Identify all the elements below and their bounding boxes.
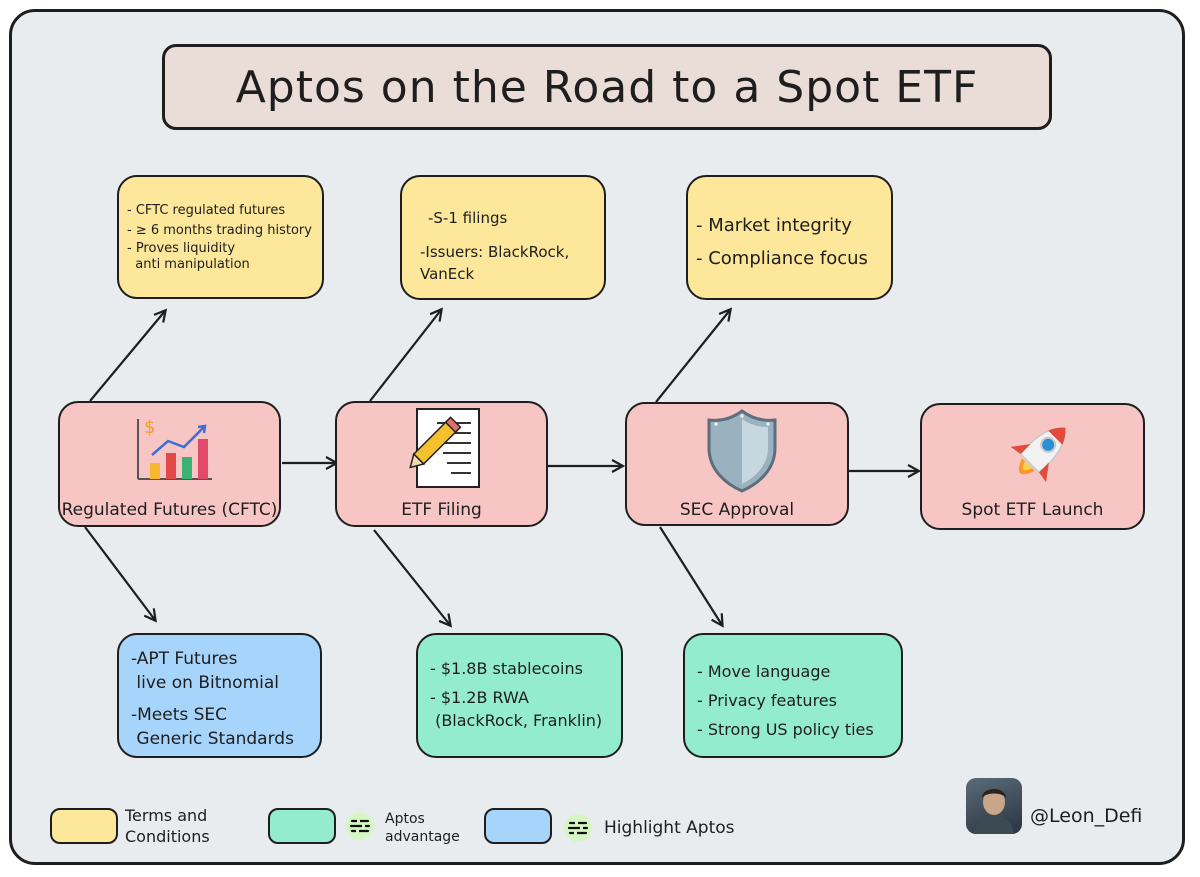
list-item: -Meets SEC <box>131 705 228 725</box>
arrow-futures-to-highlight <box>84 526 155 620</box>
list-item: -S-1 filings <box>428 209 508 227</box>
list-item: -APT Futures <box>131 649 238 669</box>
rocket-icon <box>1010 427 1066 483</box>
legend-highlight-label: Highlight Aptos <box>604 818 735 838</box>
page-title: Aptos on the Road to a Spot ETF <box>235 61 979 113</box>
list-item: - Move language <box>697 662 831 681</box>
list-item: - $1.8B stablecoins <box>430 659 583 678</box>
svg-text:$: $ <box>144 417 155 438</box>
step-label: ETF Filing <box>401 500 482 520</box>
highlight-box-futures: -APT Futures live on Bitnomial -Meets SE… <box>117 633 322 758</box>
aptos-logo-icon <box>346 812 374 840</box>
bar-chart-icon: $ <box>137 417 212 480</box>
list-item: (BlackRock, Franklin) <box>430 711 603 730</box>
list-item: Generic Standards <box>131 729 294 749</box>
list-item: - Strong US policy ties <box>697 720 874 739</box>
list-item: -Issuers: BlackRock, <box>420 243 570 261</box>
step-etf-filing: ETF Filing <box>335 401 548 527</box>
list-item: - Market integrity <box>696 215 852 236</box>
list-item: VanEck <box>420 265 475 283</box>
terms-box-filing: -S-1 filings -Issuers: BlackRock, VanEck <box>400 175 606 300</box>
advantage-box-sec: - Move language - Privacy features - Str… <box>683 633 903 758</box>
terms-box-futures: - CFTC regulated futures - ≥ 6 months tr… <box>117 175 324 299</box>
step-label: Spot ETF Launch <box>961 500 1104 520</box>
legend-advantage-label: Aptos advantage <box>385 810 460 846</box>
terms-box-sec: - Market integrity - Compliance focus <box>686 175 893 300</box>
list-item: - Privacy features <box>697 691 837 710</box>
arrow-filing-to-advantage <box>373 529 450 625</box>
list-item: - $1.2B RWA <box>430 688 529 707</box>
arrow-futures-to-terms <box>89 311 165 402</box>
list-item: - Compliance focus <box>696 248 868 269</box>
arrow-filing-to-terms <box>369 310 441 402</box>
author-handle: @Leon_Defi <box>1030 805 1143 827</box>
list-item: live on Bitnomial <box>131 673 280 693</box>
legend-terms-line2: Conditions <box>125 827 210 846</box>
arrow-sec-to-terms <box>655 310 730 403</box>
legend-swatch-highlight <box>484 808 552 844</box>
avatar <box>966 778 1022 834</box>
shield-icon <box>707 409 777 493</box>
legend-swatch-terms <box>50 808 118 844</box>
legend-advantage-line1: Aptos <box>385 811 425 827</box>
list-item: - Proves liquidity <box>127 241 236 256</box>
legend-swatch-advantage <box>268 808 336 844</box>
list-item: anti manipulation <box>127 257 250 272</box>
title-box: Aptos on the Road to a Spot ETF <box>162 44 1052 130</box>
list-item: - ≥ 6 months trading history <box>127 223 312 238</box>
step-label: SEC Approval <box>679 500 795 520</box>
aptos-logo-icon <box>564 814 592 842</box>
step-spot-etf-launch: Spot ETF Launch <box>920 403 1145 530</box>
list-item: - CFTC regulated futures <box>127 203 286 218</box>
step-regulated-futures: $ Regulated Futures (CFTC) <box>58 401 281 527</box>
advantage-box-filing: - $1.8B stablecoins - $1.2B RWA (BlackRo… <box>416 633 623 758</box>
legend-terms-line1: Terms and <box>125 806 208 825</box>
step-sec-approval: SEC Approval <box>625 402 849 526</box>
document-pencil-icon <box>409 408 480 488</box>
step-label: Regulated Futures (CFTC) <box>61 500 278 520</box>
arrow-sec-to-advantage <box>659 526 722 625</box>
legend-advantage-line2: advantage <box>385 829 460 845</box>
legend-terms-label: Terms and Conditions <box>125 805 210 847</box>
